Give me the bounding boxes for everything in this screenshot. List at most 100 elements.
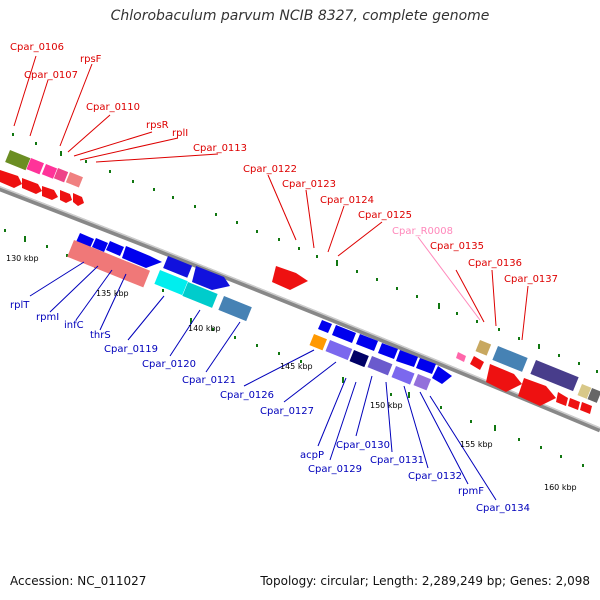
gene-cpar-0106 (5, 149, 31, 171)
label-cpar-0131: Cpar_0131 (370, 455, 424, 466)
gene-cpar-0131-block (367, 356, 393, 376)
gene-cpar-0132 (416, 358, 436, 374)
label-cpar-0134: Cpar_0134 (476, 503, 530, 514)
gene-labels-bottom: rplT rpmI infC thrS Cpar_0119 Cpar_0120 … (10, 300, 530, 514)
gene-rpmi (92, 238, 108, 252)
label-cpar-0132: Cpar_0132 (408, 471, 462, 482)
label-cpar-0124: Cpar_0124 (320, 195, 374, 206)
gene-r0008 (456, 352, 466, 362)
gene-top-left-red-1 (0, 170, 22, 188)
gene-cpar-0137 (530, 359, 579, 392)
gene-right-red-2 (486, 364, 522, 392)
accession-label: Accession: NC_011027 (10, 574, 147, 588)
gene-cpar-0122 (272, 266, 308, 290)
gene-cpar-0107 (26, 158, 44, 175)
label-cpar-0136: Cpar_0136 (468, 258, 522, 269)
scale-label-160: 160 kbp (544, 483, 577, 492)
scale-label-150: 150 kbp (370, 401, 403, 410)
gene-thrs-block (67, 240, 151, 288)
gene-top-left-red-3 (42, 186, 58, 200)
map-title: Chlorobaculum parvum NCIB 8327, complete… (110, 8, 490, 24)
label-rpsf: rpsF (80, 54, 102, 65)
label-cpar-0106: Cpar_0106 (10, 42, 64, 53)
label-cpar-0126: Cpar_0126 (220, 390, 274, 401)
gene-cpar-0134-block (413, 374, 431, 391)
tick-marks-upper (12, 133, 598, 373)
scale-label-135: 135 kbp (96, 289, 129, 298)
gene-cpar-0121 (218, 296, 252, 322)
gene-acpp (309, 334, 327, 351)
gene-cluster-lower-left (67, 233, 252, 322)
label-cpar-0110: Cpar_0110 (86, 102, 140, 113)
label-cpar-0120: Cpar_0120 (142, 359, 196, 370)
gene-cpar-0129 (356, 334, 378, 351)
gene-right-edge-1 (577, 384, 592, 399)
gene-rpmf-arrow (432, 366, 452, 384)
gene-top-left-red-2 (22, 178, 42, 194)
label-leaders-top (13, 55, 529, 341)
label-cpar-0121: Cpar_0121 (182, 375, 236, 386)
gene-cpar-0126 (318, 320, 332, 333)
gene-rplt (76, 233, 94, 248)
gene-cpar-0131 (396, 350, 418, 367)
genome-summary: Topology: circular; Length: 2,289,249 bp… (260, 574, 590, 588)
label-cpar-0130: Cpar_0130 (336, 440, 390, 451)
label-rpli: rplI (172, 128, 188, 139)
label-cpar-0129: Cpar_0129 (308, 464, 362, 475)
gene-top-left-red-4 (60, 190, 72, 203)
label-cpar-0135: Cpar_0135 (430, 241, 484, 252)
scale-label-140: 140 kbp (188, 324, 221, 333)
label-leader-rna (417, 236, 481, 321)
gene-labels-top: Cpar_0106 Cpar_0107 rpsF Cpar_0110 rpsR … (10, 42, 558, 285)
gene-cpar-0127 (332, 325, 356, 343)
label-cpar-0125: Cpar_0125 (358, 210, 412, 221)
label-rpmf: rpmF (458, 486, 484, 497)
gene-right-red-6 (580, 402, 592, 414)
scale-label-155: 155 kbp (460, 440, 493, 449)
gene-right-red-3 (518, 378, 556, 406)
scale-label-130: 130 kbp (6, 254, 39, 263)
label-rpsr: rpsR (146, 120, 169, 131)
label-cpar-0119: Cpar_0119 (104, 344, 158, 355)
scale-label-145: 145 kbp (280, 362, 313, 371)
gene-cpar-0120 (154, 269, 188, 296)
gene-thrs-arrow (122, 246, 162, 268)
gene-cpar-0119-top (163, 256, 193, 278)
genome-backbone-highlight (0, 186, 600, 429)
label-rplt: rplT (10, 300, 30, 311)
gene-cpar-0120-b (182, 282, 218, 308)
gene-infc (106, 241, 124, 256)
gene-right-edge-2 (587, 388, 600, 403)
label-infc: infC (64, 320, 84, 331)
label-thrs: thrS (90, 330, 111, 341)
label-cpar-r0008: Cpar_R0008 (392, 226, 453, 237)
label-cpar-0113: Cpar_0113 (193, 143, 247, 154)
genome-backbone (0, 186, 600, 433)
scale-labels: 130 kbp 135 kbp 140 kbp 145 kbp 150 kbp … (6, 254, 577, 492)
gene-cpar-0119-arrow (192, 266, 230, 290)
gene-right-red-5 (568, 398, 580, 410)
label-cpar-0123: Cpar_0123 (282, 179, 336, 190)
label-cpar-0122: Cpar_0122 (243, 164, 297, 175)
gene-cpar-0135 (475, 340, 492, 356)
gene-cpar-0110 (53, 167, 69, 183)
gene-right-red-1 (470, 356, 484, 370)
label-acpp: acpP (300, 450, 324, 461)
label-rpmi: rpmI (36, 312, 59, 323)
gene-cpar-0132-block (391, 366, 415, 385)
label-leaders-bottom (29, 261, 497, 501)
gene-rpsf (41, 164, 58, 179)
gene-top-left-red-5 (73, 193, 84, 206)
gene-cluster-right (456, 340, 600, 414)
gene-cpar-0136 (492, 345, 528, 372)
gene-cpar-0130 (378, 343, 398, 359)
gene-cluster-middle (272, 266, 308, 290)
label-cpar-0107: Cpar_0107 (24, 70, 78, 81)
gene-cluster-top-left (0, 149, 84, 206)
label-cpar-0137: Cpar_0137 (504, 274, 558, 285)
label-cpar-0127: Cpar_0127 (260, 406, 314, 417)
gene-right-red-4 (556, 392, 568, 406)
gene-rplI (65, 172, 83, 188)
gene-cpar-0130-block (349, 350, 369, 368)
